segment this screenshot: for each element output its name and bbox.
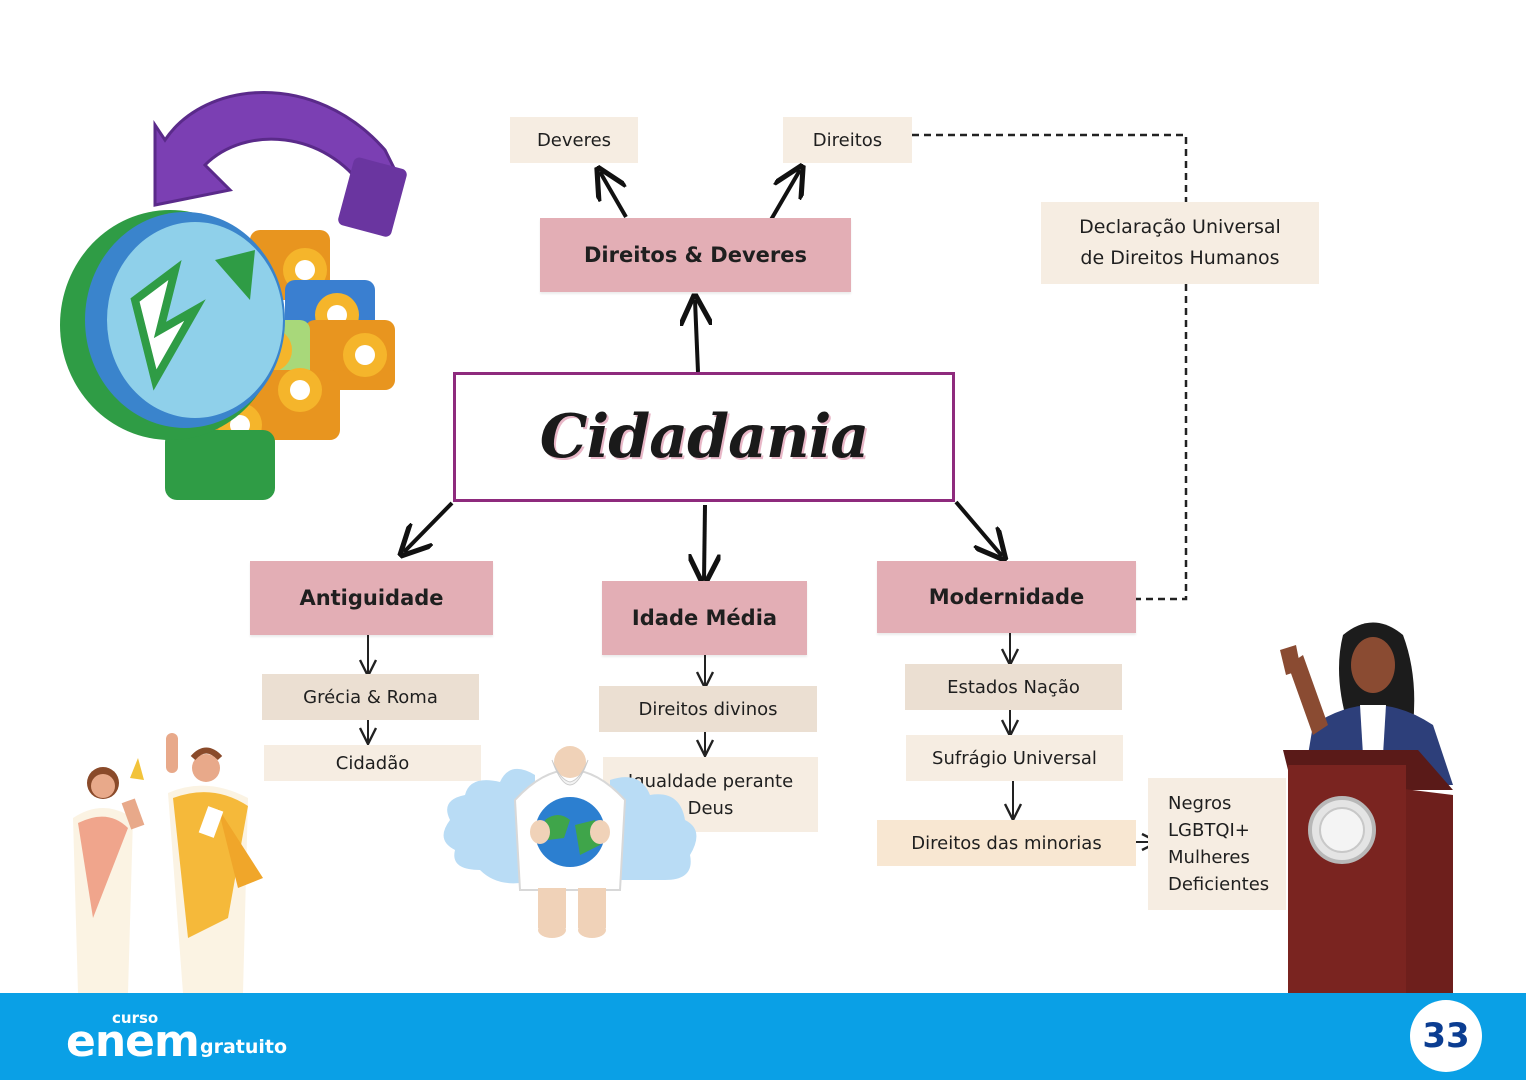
deveres-box: Deveres (510, 117, 638, 163)
list-item: Deficientes (1168, 874, 1270, 895)
direitos-box: Direitos (783, 117, 912, 163)
god-holding-globe-illustration (443, 746, 697, 938)
central-title: Cidadania (539, 402, 869, 472)
modernidade-box: Modernidade (877, 561, 1136, 633)
logo-enem-text: enem (66, 1016, 200, 1067)
curso-enem-logo[interactable]: curso enem gratuito (66, 1009, 288, 1070)
direitos-divinos-box: Direitos divinos (599, 686, 817, 732)
estados-nacao-box: Estados Nação (905, 664, 1122, 710)
sufragio-box: Sufrágio Universal (906, 735, 1123, 781)
arrow-to-hub (695, 300, 698, 373)
declaracao-box: Declaração Universal de Direitos Humanos (1041, 202, 1319, 284)
list-item: LGBTQI+ (1168, 820, 1250, 841)
dashed-connector (912, 133, 1188, 202)
antiguidade-box: Antiguidade (250, 561, 493, 635)
arrow-to-modernidade (954, 500, 1002, 556)
arrow-to-deveres (600, 172, 628, 219)
grecia-roma-box: Grécia & Roma (262, 674, 479, 720)
footer-bar (0, 993, 1526, 1080)
direitos-minorias-box: Direitos das minorias (877, 820, 1136, 866)
cidadao-box: Cidadão (264, 745, 481, 781)
idade-media-box: Idade Média (602, 581, 807, 655)
minorities-list: Negros LGBTQI+ Mulheres Deficientes (1148, 778, 1286, 910)
logo-curso-text: curso (112, 1009, 159, 1027)
list-item: Negros (1168, 793, 1232, 814)
page-number-badge: 33 (1410, 1000, 1482, 1072)
dashed-connector-lower (1136, 284, 1188, 601)
list-item: Mulheres (1168, 847, 1250, 868)
arrow-to-idade-media (704, 504, 705, 580)
woman-speaker-podium-illustration (1280, 622, 1453, 993)
arrow-to-antiguidade (404, 501, 454, 552)
central-concept: Cidadania (453, 372, 955, 502)
direitos-deveres-hub: Direitos & Deveres (540, 218, 851, 292)
logo-gratuito-text: gratuito (200, 1036, 288, 1058)
globe-recycle-icon (60, 91, 407, 500)
greek-figures-illustration (73, 733, 263, 993)
